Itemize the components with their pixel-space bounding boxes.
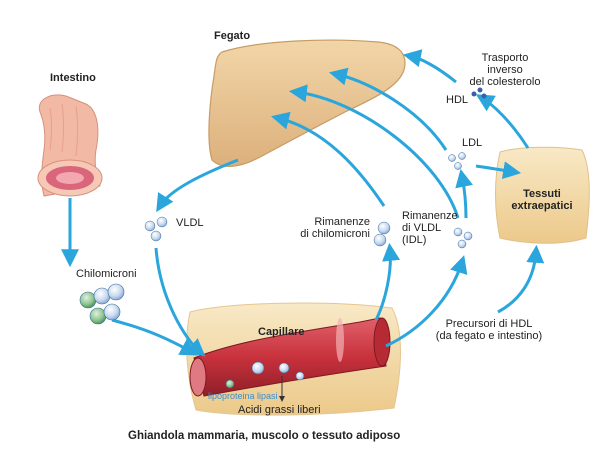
idl-particles bbox=[453, 227, 473, 249]
vldl-remnants-line2: di VLDL bbox=[402, 222, 442, 234]
chylomicron-remnant-particles bbox=[373, 221, 391, 247]
chylomicron-particles bbox=[79, 283, 125, 325]
arrow-ldl-to-liver bbox=[328, 67, 448, 151]
label-extrahepatic: Tessuti extraepatici bbox=[500, 188, 584, 212]
label-capillary: Capillare bbox=[258, 326, 305, 338]
hdl-precursors-line2: (da fegato e intestino) bbox=[435, 330, 543, 342]
intestine-illustration bbox=[37, 94, 103, 197]
arrow-capillary-to-idl bbox=[385, 255, 468, 348]
capillary-vessel bbox=[189, 317, 391, 397]
label-ldl: LDL bbox=[462, 137, 483, 149]
label-liver: Fegato bbox=[214, 30, 251, 42]
label-free-fatty-acids: Acidi grassi liberi bbox=[238, 404, 321, 416]
arrow-idl-to-ldl bbox=[455, 168, 473, 219]
extrahepatic-line1: Tessuti bbox=[523, 188, 561, 200]
vldl-remnants-line3: (IDL) bbox=[402, 234, 427, 246]
label-chylomicrons: Chilomicroni bbox=[76, 268, 137, 280]
chylomicron-remnants-line2: di chilomicroni bbox=[300, 228, 370, 240]
label-intestine: Intestino bbox=[50, 72, 96, 84]
label-vldl-remnants: Rimanenze di VLDL (IDL) bbox=[402, 210, 458, 246]
vldl-remnants-line1: Rimanenze bbox=[402, 210, 458, 222]
arrow-capillary-to-chylomicron-remnants bbox=[374, 242, 401, 321]
capillary-particles bbox=[225, 361, 305, 389]
vldl-particles bbox=[144, 216, 168, 242]
chylomicron-remnants-line1: Rimanenze bbox=[314, 216, 370, 228]
hdl-particles bbox=[471, 87, 487, 99]
label-reverse-transport: Trasporto inverso del colesterolo bbox=[460, 52, 550, 88]
arrow-chylomicron-remnants-to-liver bbox=[271, 111, 386, 207]
ldl-particles bbox=[448, 152, 466, 170]
caption-tissue: Ghiandola mammaria, muscolo o tessuto ad… bbox=[128, 430, 401, 442]
flow-arrows bbox=[61, 49, 545, 357]
arrow-precursors-to-tissue bbox=[497, 244, 545, 314]
label-chylomicron-remnants: Rimanenze di chilomicroni bbox=[286, 216, 370, 240]
reverse-transport-line3: del colesterolo bbox=[469, 76, 541, 88]
arrow-chylomicrons-to-capillary bbox=[111, 318, 199, 356]
hdl-precursors-line1: Precursori di HDL bbox=[445, 318, 533, 330]
extrahepatic-line2: extraepatici bbox=[511, 200, 573, 212]
arrow-tissue-to-hdl bbox=[475, 94, 530, 149]
arrow-ldl-to-tissue bbox=[475, 161, 522, 180]
reverse-transport-line1: Trasporto bbox=[481, 52, 529, 64]
arrow-hdl-to-liver bbox=[402, 49, 457, 84]
arrow-vldl-to-capillary bbox=[154, 247, 206, 357]
liver-shape bbox=[208, 39, 406, 167]
arrow-idl-to-liver bbox=[288, 84, 460, 219]
label-lipoprotein-lipase: lipoproteina lipasi bbox=[208, 391, 278, 401]
reverse-transport-line2: inverso bbox=[487, 64, 523, 76]
fatty-acid-arrowhead bbox=[279, 396, 285, 402]
label-hdl: HDL bbox=[446, 94, 469, 106]
label-hdl-precursors: Precursori di HDL (da fegato e intestino… bbox=[424, 318, 554, 342]
arrow-liver-to-vldl bbox=[156, 158, 239, 213]
label-vldl: VLDL bbox=[176, 217, 204, 229]
